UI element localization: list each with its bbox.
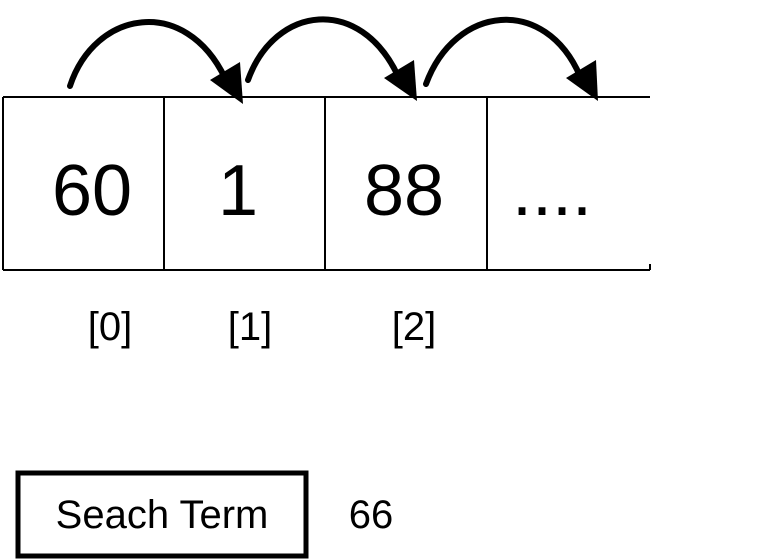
search-term-label: Seach Term	[56, 493, 269, 537]
array-cell-2-value: 88	[364, 151, 444, 231]
array-index-1: [1]	[228, 305, 272, 349]
array-index-2: [2]	[392, 305, 436, 349]
array-cell-3-ellipsis: ....	[512, 151, 592, 231]
array-row	[2, 96, 651, 271]
arrow-0-to-1	[67, 19, 228, 89]
traversal-arrows	[67, 16, 598, 104]
arrow-1-to-2	[245, 16, 401, 83]
arrow-0-to-1-head	[210, 62, 243, 104]
search-term-box	[15, 470, 309, 559]
arrow-1-to-2-head	[384, 60, 417, 101]
array-index-0: [0]	[88, 305, 132, 349]
arrow-2-to-3	[423, 16, 583, 87]
array-cell-0-value: 60	[52, 151, 132, 231]
array-cell-1-value: 1	[218, 151, 258, 231]
search-term-value: 66	[349, 493, 394, 537]
arrow-2-to-3-head	[566, 60, 598, 101]
